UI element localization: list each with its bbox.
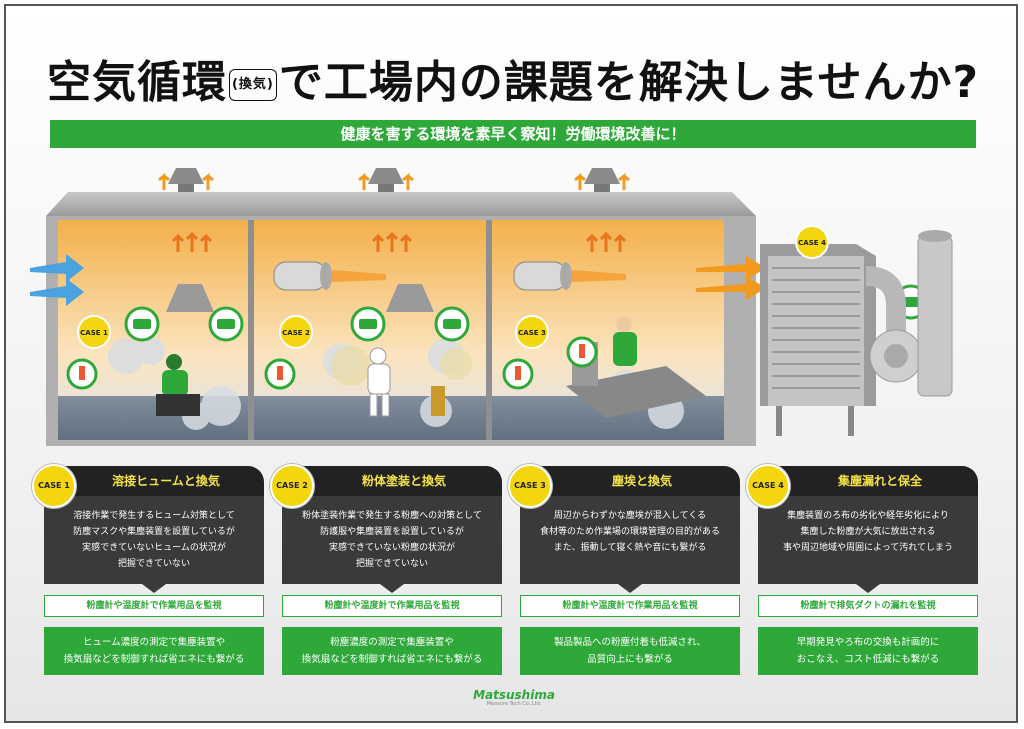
title-part2: で工場内の課題を解決しませんか? [278, 57, 980, 108]
roof-vent [358, 168, 414, 194]
result-line: 粉塵濃度の測定で集塵装置や [330, 637, 454, 648]
svg-text:CASE 1: CASE 1 [80, 329, 108, 337]
inlet-air-arrows [30, 254, 84, 306]
desc-line: 集塵装置のろ布の劣化や経年劣化により [787, 511, 949, 521]
result-line: 製品製品への粉塵付着も低減され、 [553, 637, 707, 648]
case-badge: CASE 4 [746, 464, 790, 508]
case-title: 集塵漏れと保全 [837, 474, 922, 488]
desc-line: 実感できていない粉塵の状況が [328, 543, 455, 553]
desc-line: 周辺からわずかな塵埃が混入してくる [553, 511, 707, 521]
case-card-4: CASE 4 集塵漏れと保全 集塵装置のろ布の劣化や経年劣化により 集塵した粉塵… [746, 464, 978, 675]
case-title: 溶接ヒュームと換気 [112, 474, 220, 488]
logo-name: Matsushima [473, 688, 555, 702]
title-small: (換気) [228, 69, 277, 101]
subtitle-banner: 健康を害する環境を素早く察知！労働環境改善に！ [50, 120, 976, 148]
worker-painting [367, 347, 445, 417]
down-arrow-icon [618, 584, 642, 593]
result-line: ヒューム濃度の測定で集塵装置や [82, 637, 226, 648]
case-result: 早期発見やろ布の交換も計画的に おこなえ、コスト低減にも繋がる [758, 627, 978, 675]
powder-cloud [331, 346, 472, 386]
result-line: 品質向上にも繋がる [587, 654, 673, 665]
roof-vent [158, 168, 214, 194]
title-part1: 空気循環 [46, 57, 227, 108]
factory-roof [46, 192, 756, 216]
case-description: 集塵装置のろ布の劣化や経年劣化により 集塵した粉塵が大気に放出される 事や周辺地… [758, 496, 978, 584]
desc-line: 把握できていない [117, 559, 190, 569]
case-header: CASE 2 粉体塗装と換気 [270, 464, 502, 508]
desc-line: 集塵した粉塵が大気に放出される [800, 527, 936, 537]
exhaust-arrows [696, 256, 766, 300]
case-card-2: CASE 2 粉体塗装と換気 粉体塗装作業で発生する粉塵への対策として 防護服や… [270, 464, 502, 675]
case-title: 粉体塗装と換気 [361, 474, 446, 488]
logo-sub: Measure Tech Co.,Ltd. [486, 701, 542, 707]
case-card-1: CASE 1 溶接ヒュームと換気 溶接作業で発生するヒューム対策として 防塵マス… [32, 464, 264, 675]
case-result: 製品製品への粉塵付着も低減され、 品質向上にも繋がる [520, 627, 740, 675]
case-title: 塵埃と換気 [611, 474, 672, 488]
case-measure: 粉塵計や温度計で作業用品を監視 [282, 595, 502, 617]
poster: 空気循環(換気)で工場内の課題を解決しませんか? 健康を害する環境を素早く察知！… [4, 4, 1018, 723]
case-description: 溶接作業で発生するヒューム対策として 防塵マスクや集塵装置を設置しているが 実感… [44, 496, 264, 584]
svg-text:CASE 2: CASE 2 [282, 329, 310, 337]
down-arrow-icon [856, 584, 880, 593]
result-line: 換気扇などを制御すれば省エネにも繋がる [301, 654, 483, 665]
company-logo: Matsushima Measure Tech Co.,Ltd. [464, 688, 564, 707]
case-description: 粉体塗装作業で発生する粉塵への対策として 防護服や集塵装置を設置しているが 実感… [282, 496, 502, 584]
case-measure: 粉塵計で排気ダクトの漏れを監視 [758, 595, 978, 617]
svg-text:CASE 3: CASE 3 [518, 329, 546, 337]
result-line: 早期発見やろ布の交換も計画的に [796, 637, 940, 648]
result-line: おこなえ、コスト低減にも繋がる [796, 654, 940, 665]
case-result: ヒューム濃度の測定で集塵装置や 換気扇などを制御すれば省エネにも繋がる [44, 627, 264, 675]
desc-line: 溶接作業で発生するヒューム対策として [73, 511, 235, 521]
ventilation-fan [273, 261, 386, 291]
case-header: CASE 3 塵埃と換気 [508, 464, 740, 508]
case-badge: CASE 1 [32, 464, 76, 508]
page-title: 空気循環(換気)で工場内の課題を解決しませんか? [6, 46, 1016, 110]
case-badge: CASE 3 [508, 464, 552, 508]
case-card-3: CASE 3 塵埃と換気 周辺からわずかな塵埃が混入してくる 食材等のため作業場… [508, 464, 740, 675]
desc-line: また、振動して寝く熱や音にも繋がる [553, 543, 707, 553]
ventilation-fan [513, 261, 626, 291]
desc-line: 食材等のため作業場の環境管理の目的がある [539, 527, 720, 537]
warm-air-arrows [171, 231, 627, 252]
down-arrow-icon [142, 584, 166, 593]
roof-vent [574, 168, 630, 194]
case-result: 粉塵濃度の測定で集塵装置や 換気扇などを制御すれば省エネにも繋がる [282, 627, 502, 675]
case-tag: CASE 2 [279, 315, 313, 349]
case-measure: 粉塵計や温度計で作業用品を監視 [520, 595, 740, 617]
case-badge: CASE 2 [270, 464, 314, 508]
down-arrow-icon [380, 584, 404, 593]
case-header: CASE 4 集塵漏れと保全 [746, 464, 978, 508]
desc-line: 把握できていない [355, 559, 428, 569]
desc-line: 実感できていないヒュームの状況が [82, 543, 226, 553]
thermometer-icon [66, 336, 598, 390]
dust-collector [760, 230, 953, 436]
result-line: 換気扇などを制御すれば省エネにも繋がる [63, 654, 245, 665]
fume-hood [166, 284, 434, 312]
worker-welding [156, 354, 200, 416]
case-tag: CASE 4 [795, 225, 829, 259]
desc-line: 防塵マスクや集塵装置を設置しているが [73, 527, 235, 537]
desc-line: 事や周辺地域や周囲によって汚れてしまう [782, 543, 953, 553]
case-header: CASE 1 溶接ヒュームと換気 [32, 464, 264, 508]
case-description: 周辺からわずかな塵埃が混入してくる 食材等のため作業場の環境管理の目的がある ま… [520, 496, 740, 584]
case-measure: 粉塵計や温度計で作業用品を監視 [44, 595, 264, 617]
case-tag: CASE 1 [77, 315, 111, 349]
desc-line: 防護服や集塵装置を設置しているが [320, 527, 464, 537]
desc-line: 粉体塗装作業で発生する粉塵への対策として [302, 511, 482, 521]
svg-text:CASE 4: CASE 4 [798, 239, 826, 247]
factory-illustration: CASE 1 CASE 2 CASE 3 CASE 4 [30, 168, 953, 446]
case-tag: CASE 3 [515, 315, 549, 349]
